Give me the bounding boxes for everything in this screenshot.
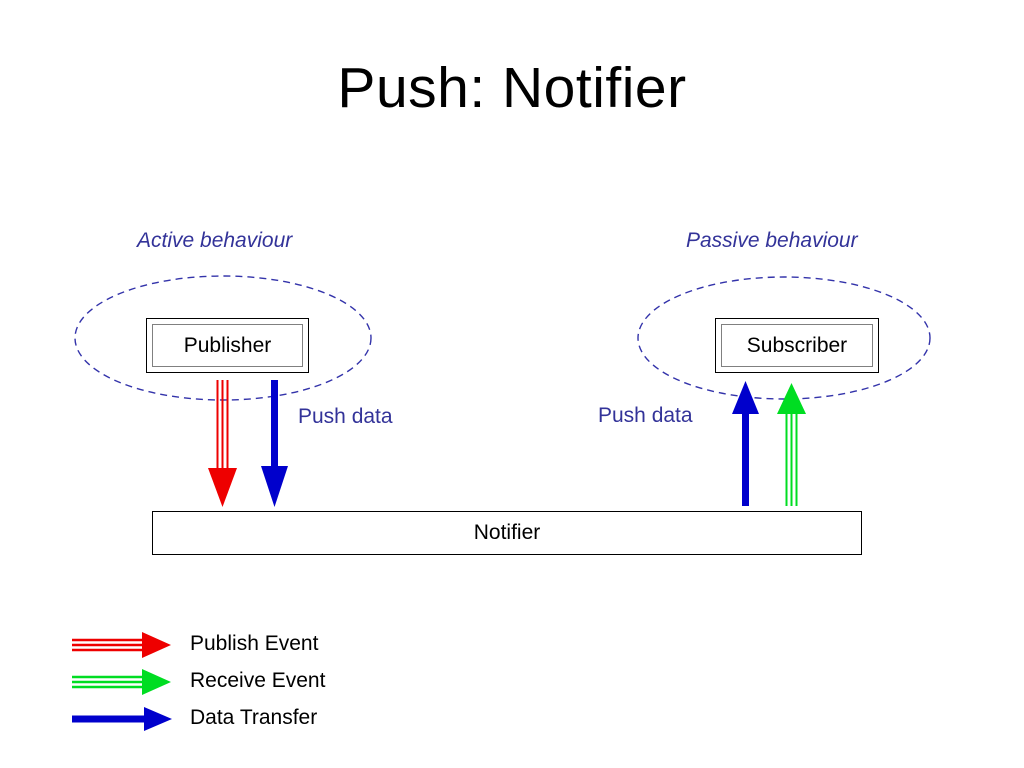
legend: Publish Event Receive Event Data Transfe… — [72, 630, 432, 741]
active-behaviour-label: Active behaviour — [137, 229, 293, 252]
publisher-node[interactable]: Publisher — [146, 318, 309, 373]
arrow-right-icon — [72, 669, 171, 695]
legend-label-data-transfer: Data Transfer — [190, 706, 318, 729]
receive-event-arrow-up — [777, 383, 806, 506]
passive-behaviour-label: Passive behaviour — [686, 229, 858, 252]
push-data-label-right: Push data — [598, 404, 693, 427]
data-transfer-arrow-down — [261, 380, 288, 507]
subscriber-node-inner: Subscriber — [721, 324, 873, 367]
notifier-bus[interactable]: Notifier — [152, 511, 862, 555]
subscriber-node-label: Subscriber — [746, 333, 848, 357]
publisher-node-label: Publisher — [183, 333, 272, 357]
legend-item-receive-event: Receive Event — [72, 667, 432, 704]
arrow-right-icon — [72, 707, 172, 731]
legend-label-publish-event: Publish Event — [190, 632, 319, 655]
legend-label-receive-event: Receive Event — [190, 669, 326, 692]
legend-item-publish-event: Publish Event — [72, 630, 432, 667]
push-data-label-left: Push data — [298, 405, 393, 428]
publish-event-arrow-down — [208, 380, 237, 507]
data-transfer-arrow-up — [732, 381, 759, 506]
subscriber-node[interactable]: Subscriber — [715, 318, 879, 373]
page-title: Push: Notifier — [337, 56, 687, 120]
notifier-bus-label: Notifier — [473, 521, 541, 544]
arrow-right-icon — [72, 632, 171, 658]
publisher-node-inner: Publisher — [152, 324, 303, 367]
legend-item-data-transfer: Data Transfer — [72, 704, 432, 741]
